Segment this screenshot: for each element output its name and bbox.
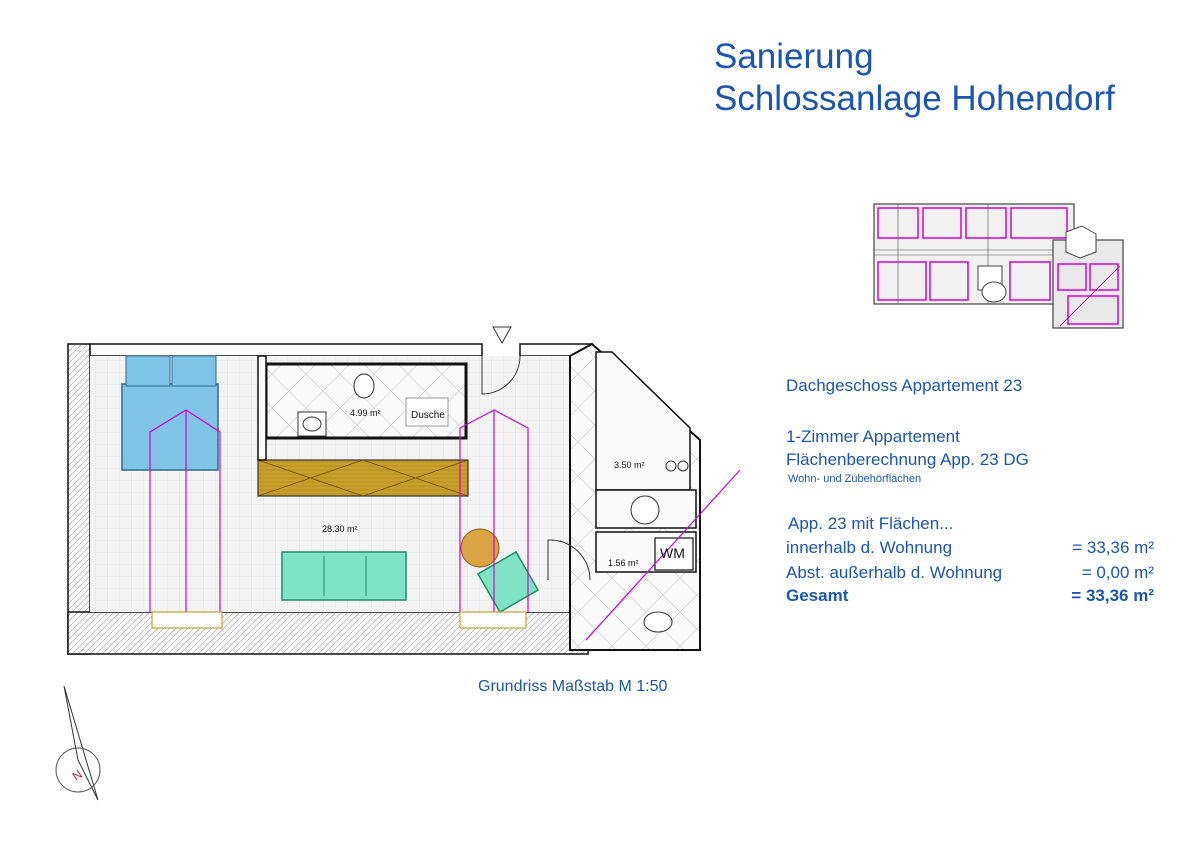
hall-area-label: 1.56 m² [608,558,639,568]
area-intro: App. 23 mit Flächen... [788,514,954,533]
area-row-value: = 0,00 m² [1081,563,1154,582]
wardrobe [257,459,469,497]
scale-caption: Grundriss Maßstab M 1:50 [478,678,668,695]
area-summary: App. 23 mit Flächen... innerhalb d. Wohn… [786,514,1154,606]
project-title: Sanierung Schlossanlage Hohendorf [714,36,1115,120]
info-panel: Dachgeschoss Appartement 23 [786,376,1022,396]
kitchen-area-label: 3.50 m² [614,460,645,470]
roof-window-outlines [149,409,741,641]
shower-label: Dusche [411,410,445,421]
area-row-inside: innerhalb d. Wohnung = 33,36 m² [786,538,1154,558]
bath-area-label: 4.99 m² [350,408,381,418]
area-row-total: Gesamt = 33,36 m² [786,586,1154,606]
main-area-label: 28.30 m² [322,524,358,534]
floor-heading: Dachgeschoss Appartement 23 [786,376,1023,395]
armchair [476,550,540,614]
calculation-title: Flächenberechnung App. 23 DG [786,450,1029,469]
round-table [460,528,500,568]
area-row-label: Abst. außerhalb d. Wohnung [786,563,1003,582]
basin [297,411,327,437]
entrance-marker [492,326,512,345]
area-row-label: innerhalb d. Wohnung [786,538,953,557]
sofa [281,551,407,601]
north-wall [89,343,483,357]
wm-label: WM [660,545,685,561]
north-arrow-icon: N [55,685,101,801]
calculation-subtitle: Wohn- und Zubehörflächen [788,473,922,485]
site-overview-thumbnail [873,203,1124,329]
area-row-label: Gesamt [786,586,849,605]
bed [121,383,219,471]
title-line-1: Sanierung [714,37,874,76]
area-row-outside: Abst. außerhalb d. Wohnung = 0,00 m² [786,563,1154,583]
toilet [353,373,375,399]
area-row-value: = 33,36 m² [1072,538,1154,557]
title-line-2: Schlossanlage Hohendorf [714,79,1115,118]
area-row-value: = 33,36 m² [1071,586,1154,605]
calculation-panel: 1-Zimmer Appartement Flächenberechnung A… [786,427,1029,485]
west-wall [67,343,91,655]
apartment-type: 1-Zimmer Appartement [786,427,960,446]
